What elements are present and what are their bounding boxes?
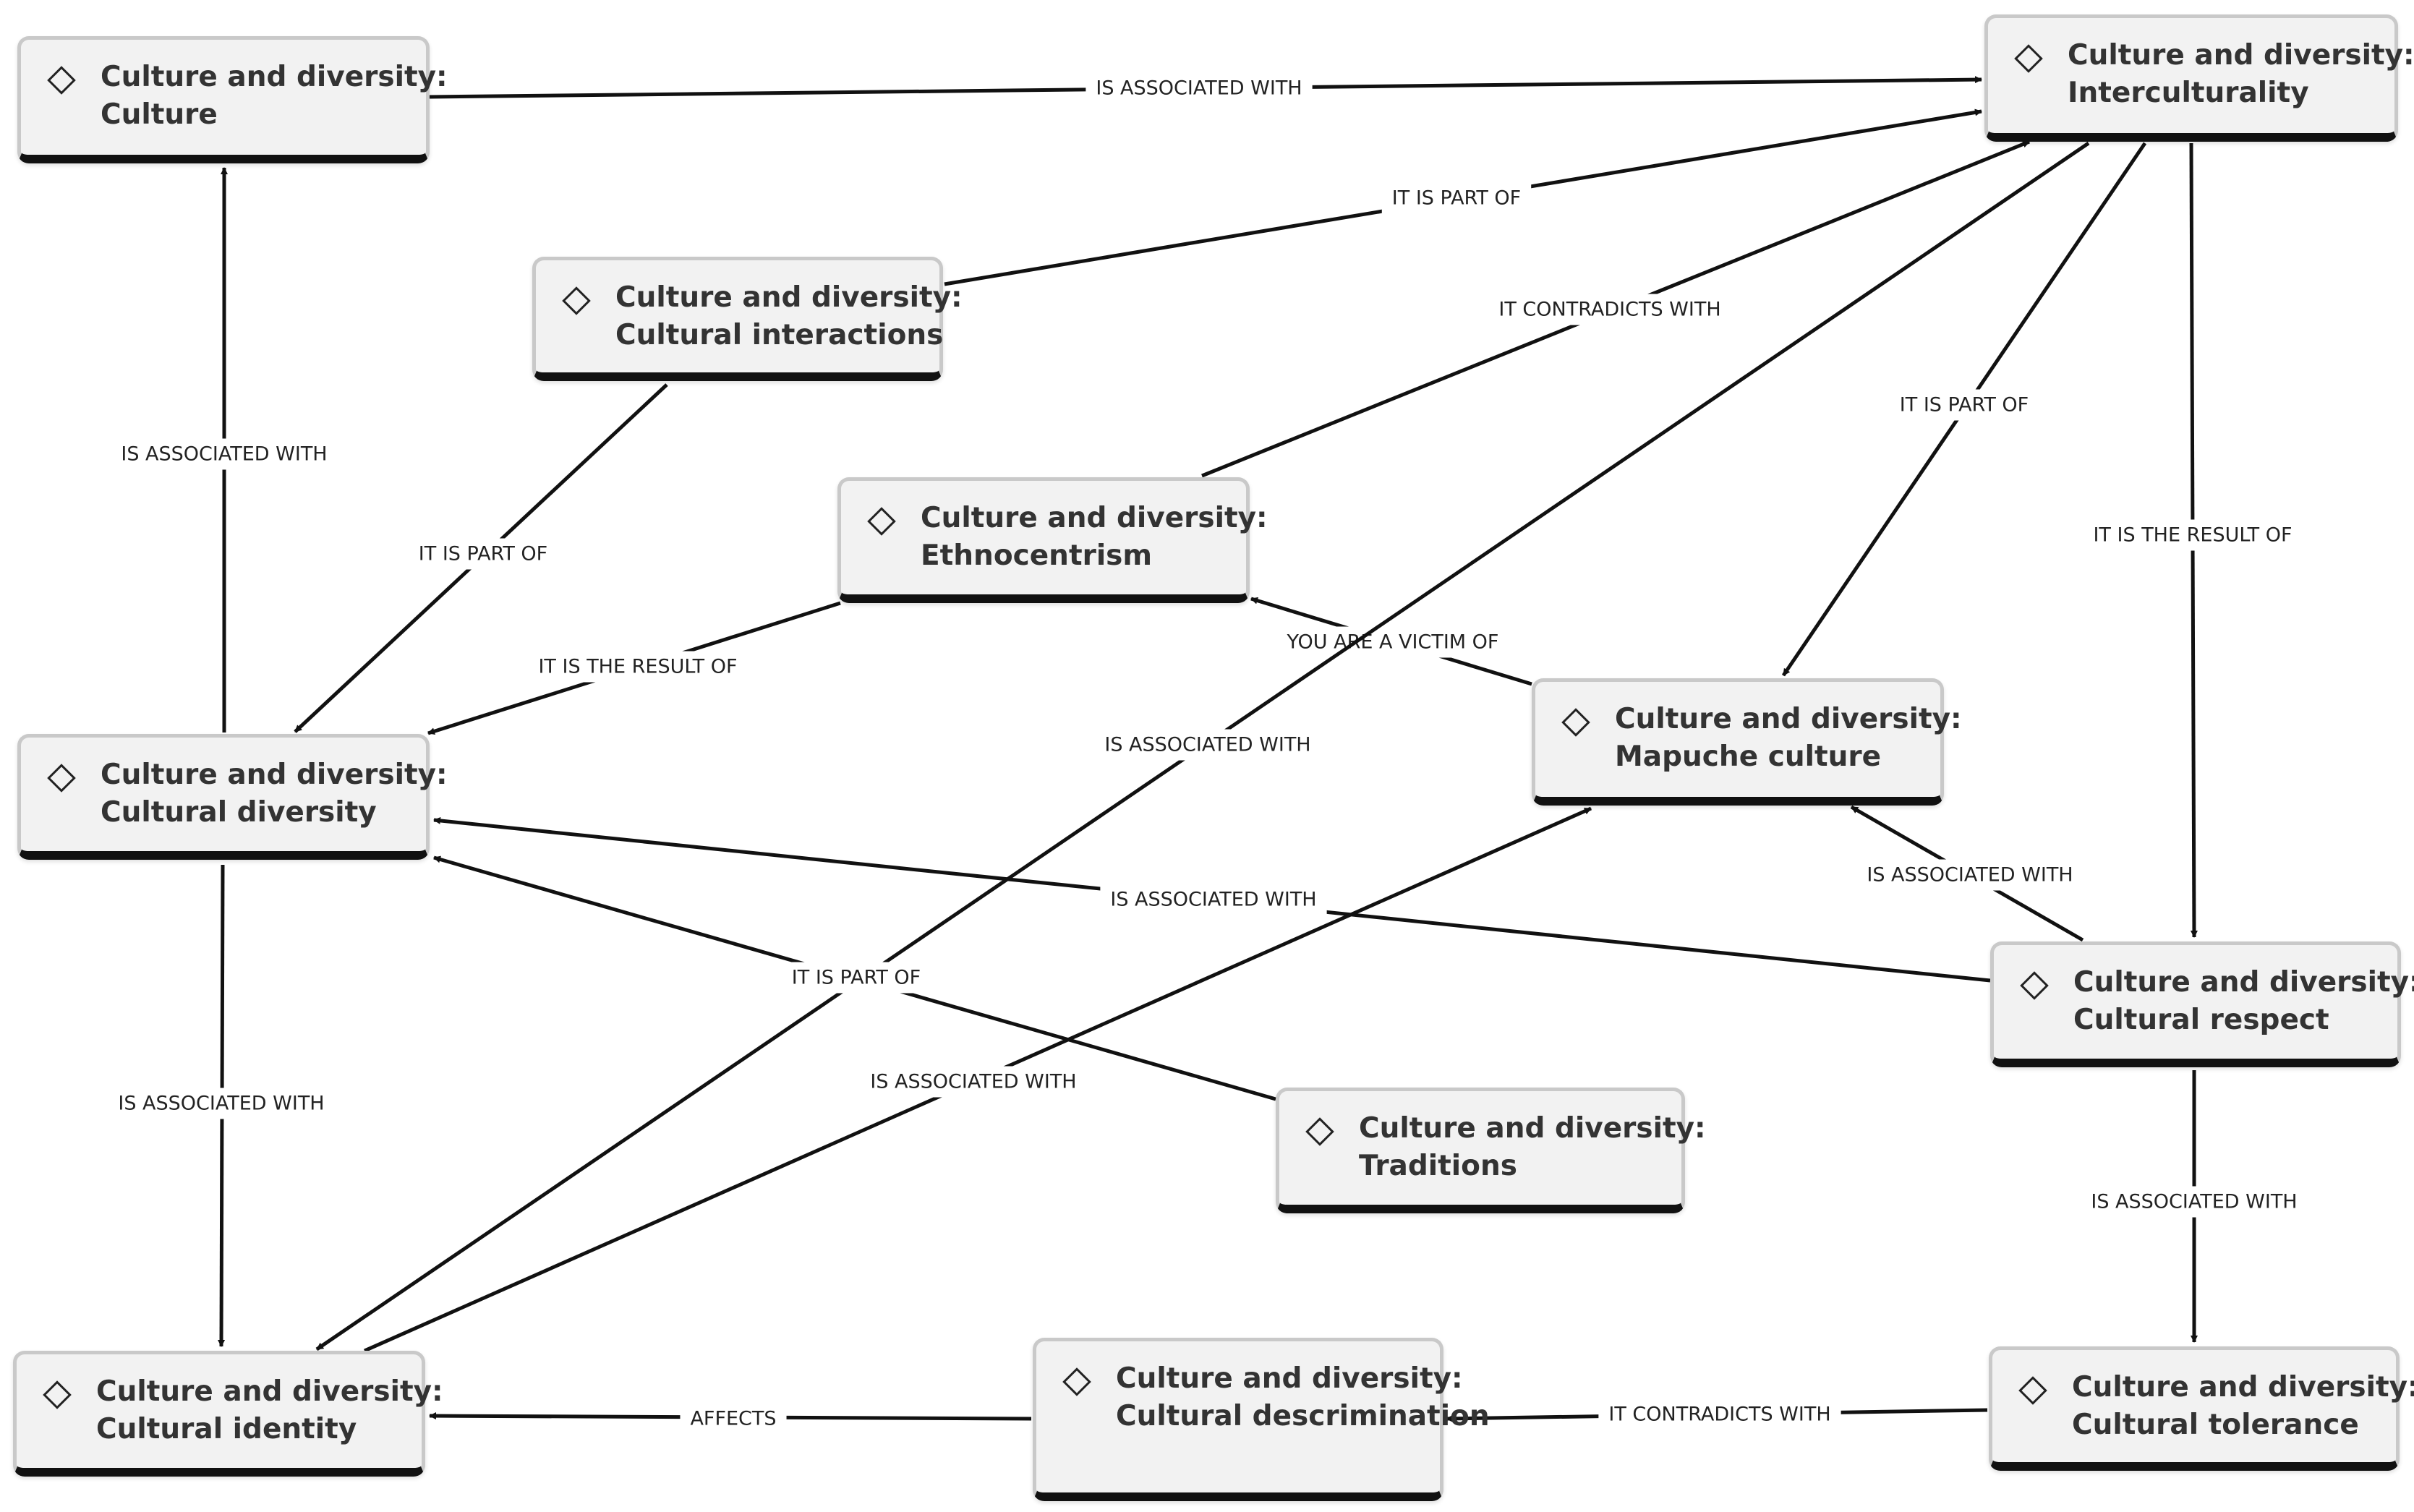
edge-label-background [1381, 182, 1532, 214]
edge-cultural_interactions-to-cultural_diversity: IT IS PART OF [294, 383, 668, 733]
edge-label-background [2083, 519, 2303, 551]
diamond-icon [562, 286, 591, 315]
node-prefix: Culture and diversity: [2072, 1371, 2414, 1404]
edge-label-background [1100, 884, 1327, 915]
node-cultural-descrimination[interactable]: Culture and diversity: Cultural descrimi… [1033, 1338, 1490, 1501]
edge-label: IS ASSOCIATED WITH [1867, 864, 2073, 887]
diamond-icon [867, 507, 896, 536]
edge-label-background [108, 1088, 335, 1119]
node-name: Cultural diversity [101, 796, 377, 829]
edge-label: IS ASSOCIATED WITH [2091, 1191, 2297, 1213]
node-prefix: Culture and diversity: [1359, 1112, 1706, 1145]
edge-label-background [1488, 294, 1731, 325]
edge-label: IT IS PART OF [419, 543, 547, 565]
edge-ethnocentrism-to-interculturality: IT CONTRADICTS WITH [1201, 140, 2030, 478]
node-prefix: Culture and diversity: [2073, 966, 2414, 999]
diamond-icon [2014, 44, 2043, 73]
edge-label: IS ASSOCIATED WITH [1110, 889, 1316, 911]
edge-label-background [680, 1403, 787, 1435]
edge-mapuche_culture-to-ethnocentrism: YOU ARE A VICTIM OF [1250, 597, 1532, 686]
node-prefix: Culture and diversity: [615, 281, 963, 314]
edge-label: IT IS THE RESULT OF [2093, 524, 2292, 547]
diamond-icon [47, 764, 76, 793]
edge-label-background [860, 1066, 1087, 1098]
edge-cultural_diversity-to-culture: IS ASSOCIATED WITH [111, 167, 338, 732]
node-name: Cultural identity [96, 1413, 357, 1445]
node-ethnocentrism[interactable]: Culture and diversity: Ethnocentrism [837, 477, 1268, 603]
edge-label-background [2081, 1186, 2308, 1218]
diamond-icon [2018, 1376, 2047, 1405]
node-prefix: Culture and diversity: [101, 759, 448, 791]
node-name: Cultural tolerance [2072, 1409, 2359, 1441]
node-prefix: Culture and diversity: [1116, 1362, 1463, 1395]
edge-label-background [111, 438, 338, 470]
edge-label-background [528, 651, 748, 683]
node-name: Mapuche culture [1615, 740, 1882, 773]
node-mapuche-culture[interactable]: Culture and diversity: Mapuche culture [1532, 678, 1962, 806]
edge-cultural_identity-to-mapuche_culture: IS ASSOCIATED WITH [363, 806, 1592, 1353]
edge-label-background [1598, 1398, 1841, 1430]
edge-label-background [1889, 389, 2039, 421]
node-prefix: Culture and diversity: [1615, 703, 1962, 735]
diamond-icon [1062, 1367, 1091, 1396]
edge-label-background [781, 962, 931, 994]
edge-label: IS ASSOCIATED WITH [1104, 734, 1310, 756]
edge-label: IT IS PART OF [792, 967, 921, 989]
edge-cultural_respect-to-cultural_diversity: IS ASSOCIATED WITH [433, 816, 1991, 983]
edge-cultural_respect-to-cultural_tolerance: IS ASSOCIATED WITH [2081, 1070, 2308, 1343]
node-name: Ethnocentrism [921, 539, 1153, 572]
node-cultural-identity[interactable]: Culture and diversity: Cultural identity [13, 1351, 443, 1477]
edge-culture-to-interculturality: IS ASSOCIATED WITH [429, 72, 1982, 104]
node-name: Interculturality [2068, 77, 2309, 109]
edge-label: IT IS THE RESULT OF [538, 656, 737, 678]
edge-interculturality-to-mapuche_culture: IT IS PART OF [1781, 142, 2147, 677]
node-name: Cultural descrimination [1116, 1400, 1490, 1432]
diamond-icon [2020, 971, 2049, 1000]
node-interculturality[interactable]: Culture and diversity: Interculturality [1984, 14, 2414, 142]
edge-label-background [1276, 626, 1509, 658]
edge-cultural_diversity-to-cultural_identity: IS ASSOCIATED WITH [108, 864, 335, 1347]
edge-cultural_tolerance-to-cultural_descrimination: IT CONTRADICTS WITH [1446, 1398, 1988, 1430]
node-name: Culture [101, 98, 218, 131]
edge-ethnocentrism-to-cultural_diversity: IT IS THE RESULT OF [427, 601, 841, 735]
edge-cultural_respect-to-mapuche_culture: IS ASSOCIATED WITH [1850, 805, 2084, 942]
edge-interculturality-to-cultural_respect: IT IS THE RESULT OF [2083, 142, 2303, 938]
node-name: Traditions [1359, 1150, 1517, 1182]
edge-label-background [1094, 729, 1321, 761]
edge-label: AFFECTS [690, 1408, 776, 1430]
diamond-icon [47, 66, 76, 95]
edge-label-background [1086, 72, 1313, 104]
node-prefix: Culture and diversity: [921, 502, 1268, 534]
node-cultural-tolerance[interactable]: Culture and diversity: Cultural toleranc… [1989, 1346, 2414, 1471]
edge-label-background [408, 538, 558, 570]
edge-label: IT IS PART OF [1392, 187, 1521, 210]
edge-interculturality-to-cultural_identity: IS ASSOCIATED WITH [315, 141, 2090, 1351]
edge-label: IS ASSOCIATED WITH [870, 1071, 1076, 1093]
node-prefix: Culture and diversity: [101, 61, 448, 93]
edge-cultural_descrimination-to-cultural_identity: AFFECTS [429, 1403, 1032, 1435]
node-prefix: Culture and diversity: [2068, 39, 2414, 72]
edge-label: IT CONTRADICTS WITH [1498, 299, 1720, 321]
edge-label: IT CONTRADICTS WITH [1608, 1404, 1830, 1426]
node-cultural-diversity[interactable]: Culture and diversity: Cultural diversit… [17, 734, 448, 860]
node-name: Cultural interactions [615, 319, 944, 351]
node-name: Cultural respect [2073, 1004, 2329, 1036]
edge-label: IS ASSOCIATED WITH [118, 1093, 324, 1115]
edge-label-background [1856, 859, 2084, 891]
edge-label: YOU ARE A VICTIM OF [1287, 631, 1499, 654]
edge-cultural_interactions-to-interculturality: IT IS PART OF [944, 108, 1982, 286]
node-traditions[interactable]: Culture and diversity: Traditions [1276, 1088, 1706, 1213]
node-culture[interactable]: Culture and diversity: Culture [17, 36, 448, 163]
node-cultural-respect[interactable]: Culture and diversity: Cultural respect [1990, 941, 2414, 1067]
node-prefix: Culture and diversity: [96, 1375, 443, 1408]
edge-traditions-to-cultural_diversity: IT IS PART OF [433, 855, 1276, 1101]
edge-label: IS ASSOCIATED WITH [121, 443, 327, 466]
diamond-icon [1561, 708, 1590, 737]
edge-label: IT IS PART OF [1900, 394, 2029, 417]
edge-label: IS ASSOCIATED WITH [1096, 77, 1302, 100]
diamond-icon [1305, 1117, 1334, 1146]
node-cultural-interactions[interactable]: Culture and diversity: Cultural interact… [532, 257, 963, 381]
diamond-icon [43, 1380, 72, 1409]
